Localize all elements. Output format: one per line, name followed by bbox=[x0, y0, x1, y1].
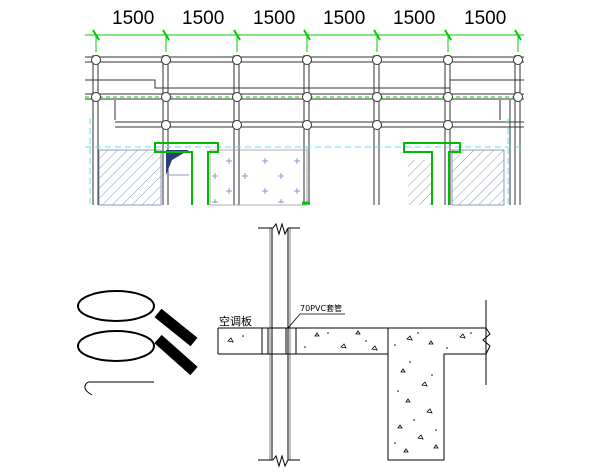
dashed-reference-lines bbox=[85, 118, 524, 205]
ac-board-label: 空调板 bbox=[219, 314, 252, 328]
dimension-label-3: 1500 bbox=[253, 8, 295, 29]
beam-section bbox=[387, 300, 491, 461]
dimension-extension-lines bbox=[95, 35, 519, 52]
symbol-ellipse-top bbox=[77, 290, 155, 322]
sloped-line-symbol bbox=[84, 381, 154, 396]
hatched-wall-small bbox=[408, 160, 432, 205]
scaffold-pole-nodes bbox=[91, 55, 523, 130]
dimension-label-4: 1500 bbox=[323, 8, 365, 29]
concrete-texture bbox=[227, 330, 466, 453]
dimension-label-2: 1500 bbox=[182, 8, 224, 29]
black-bar-symbols bbox=[154, 308, 198, 376]
insulation-pattern bbox=[209, 149, 308, 206]
pvc-sleeve bbox=[285, 328, 297, 354]
hatched-wall-left bbox=[98, 149, 162, 206]
top-plan: 1500 1500 1500 1500 1500 1500 bbox=[85, 8, 524, 206]
concrete-dots bbox=[242, 332, 472, 444]
hatched-wall-right bbox=[451, 149, 505, 206]
dimension-label-5: 1500 bbox=[393, 8, 435, 29]
dimension-label-6: 1500 bbox=[464, 8, 506, 29]
pvc-sleeve-label: 70PVC套管 bbox=[300, 303, 342, 313]
pvc-leader-line bbox=[287, 313, 345, 329]
symbol-ellipse-bottom bbox=[77, 330, 155, 362]
dimension-label-1: 1500 bbox=[112, 8, 154, 29]
vertical-wall bbox=[258, 222, 300, 468]
wall-t-sections bbox=[154, 142, 461, 205]
ac-board-slab bbox=[217, 327, 388, 355]
detail-section: 70PVC套管 空调板 bbox=[77, 222, 491, 468]
wedge-mark bbox=[166, 150, 189, 175]
